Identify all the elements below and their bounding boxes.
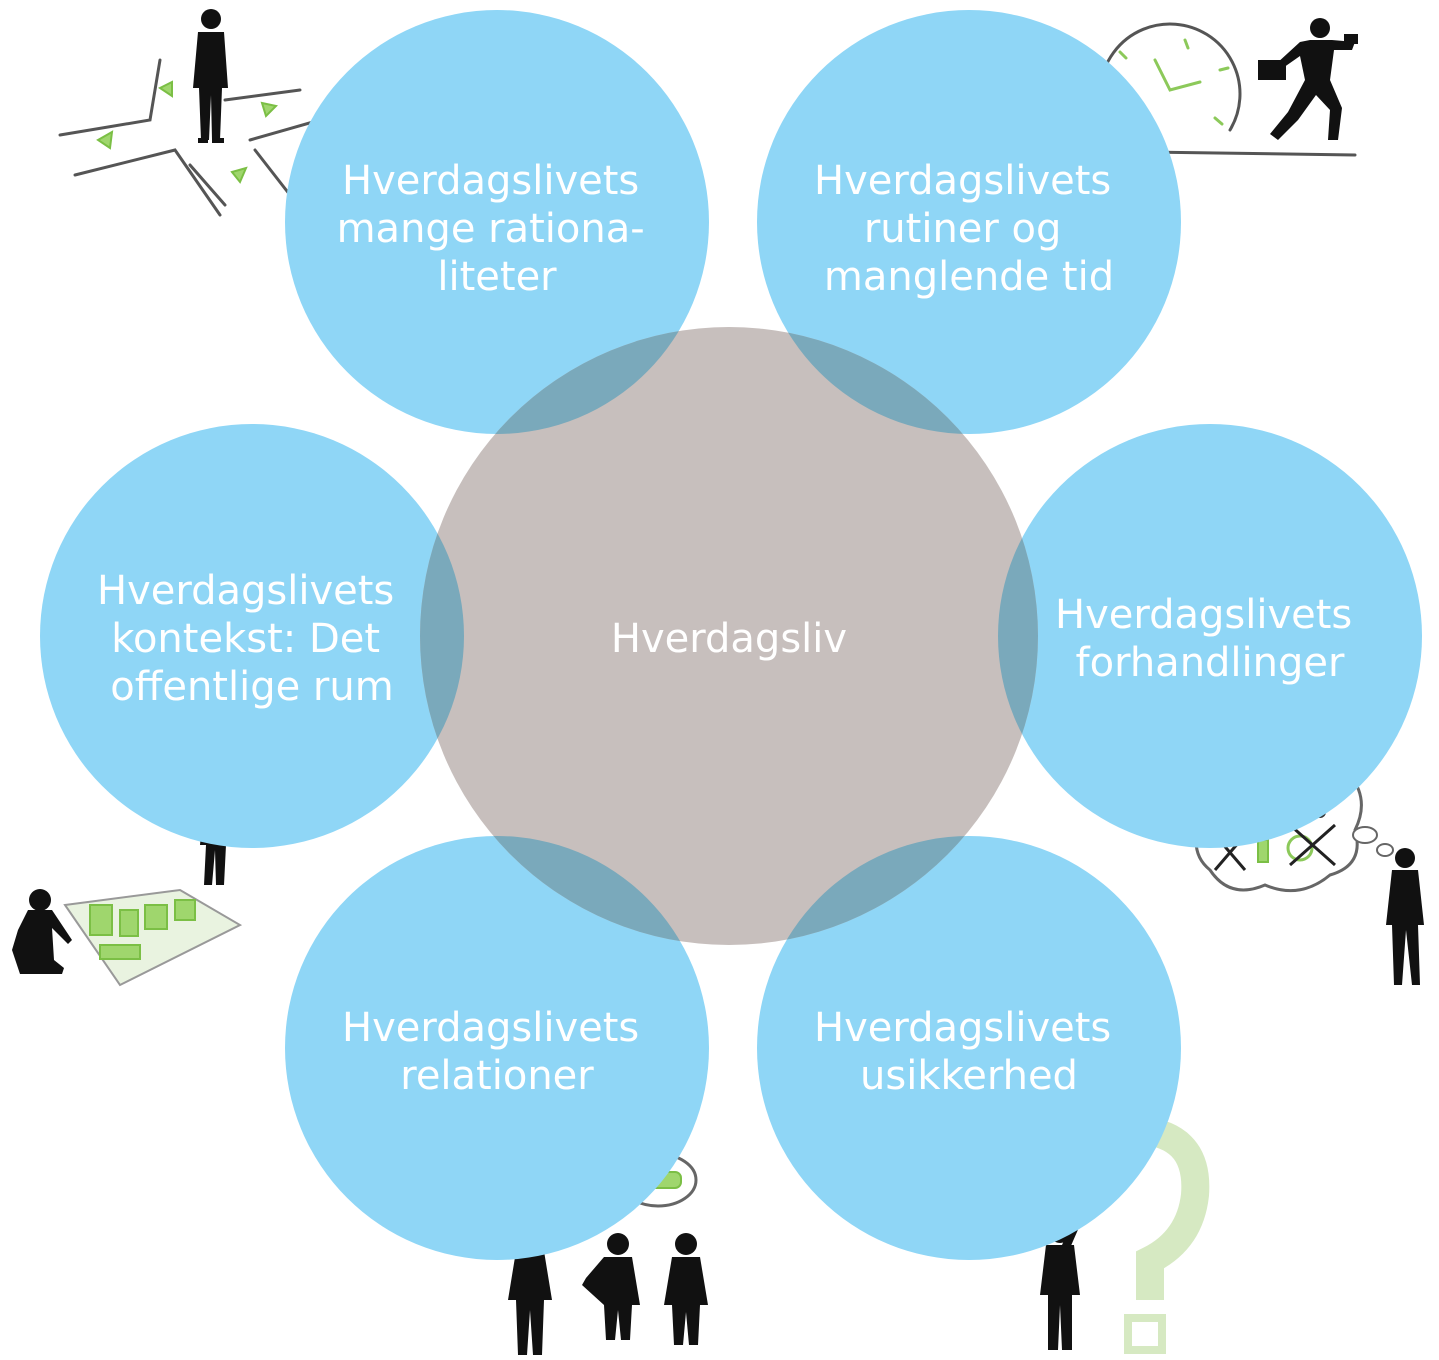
bubble-circles [40, 10, 1422, 1260]
label-usikkerhed: Hverdagslivets usikkerhed [814, 1005, 1124, 1099]
center-label: Hverdagsliv [611, 616, 847, 662]
label-rutiner: Hverdagslivets rutiner og manglende tid [814, 158, 1124, 300]
crossroads-person-icon [58, 9, 322, 217]
bubble-rutiner [757, 10, 1181, 434]
bubble-usikkerhed [757, 836, 1181, 1260]
bubble-kontekst [40, 424, 464, 848]
center-circle [420, 327, 1038, 945]
bubble-forhandlinger [998, 424, 1422, 848]
bubble-relationer [285, 836, 709, 1260]
label-rationaliteter: Hverdagslivets mange rationa- liteter [337, 158, 658, 300]
label-relationer: Hverdagslivets relationer [342, 1005, 652, 1099]
label-forhandlinger: Hverdagslivets forhandlinger [1055, 592, 1365, 686]
bubble-rationaliteter [285, 10, 709, 434]
label-kontekst: Hverdagslivets kontekst: Det offentlige … [97, 568, 407, 710]
map-people-icon [12, 776, 243, 987]
